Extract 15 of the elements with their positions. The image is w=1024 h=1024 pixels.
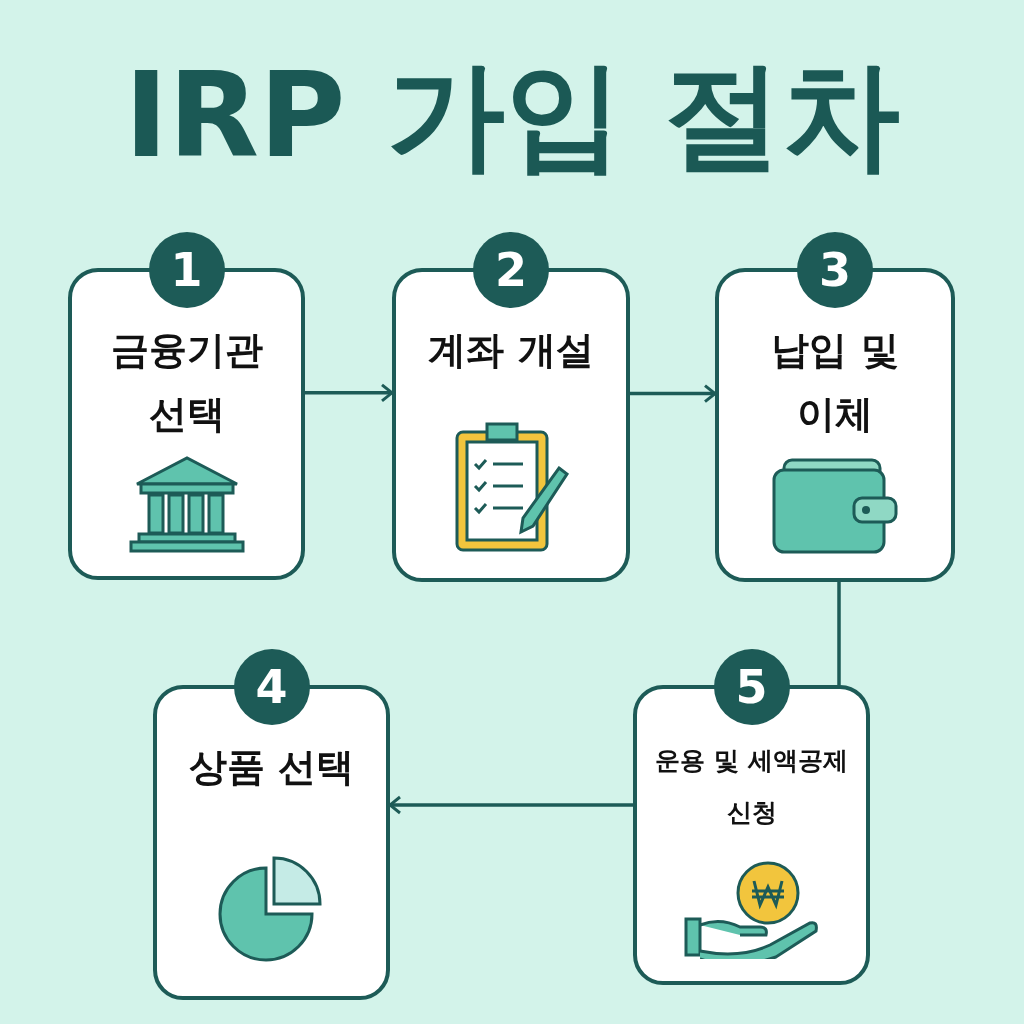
step-label: 상품 선택 bbox=[187, 744, 356, 791]
arrow bbox=[630, 384, 717, 404]
step-label: 계좌 개설 bbox=[427, 327, 595, 374]
step-label: 납입 및 이체 bbox=[770, 327, 900, 438]
step-number-badge: 5 bbox=[713, 649, 790, 725]
arrow bbox=[388, 795, 633, 815]
step-label: 운용 및 세액공제 신청 bbox=[654, 745, 849, 829]
step-label: 금융기관 선택 bbox=[109, 327, 264, 438]
step-number-badge: 2 bbox=[473, 232, 549, 308]
title: IRP 가입 절차 bbox=[123, 45, 901, 186]
connector-line bbox=[837, 582, 841, 685]
arrow bbox=[305, 383, 394, 403]
step-number-badge: 3 bbox=[797, 232, 873, 308]
step-number-badge: 4 bbox=[233, 649, 310, 725]
step-number-badge: 1 bbox=[148, 232, 225, 308]
